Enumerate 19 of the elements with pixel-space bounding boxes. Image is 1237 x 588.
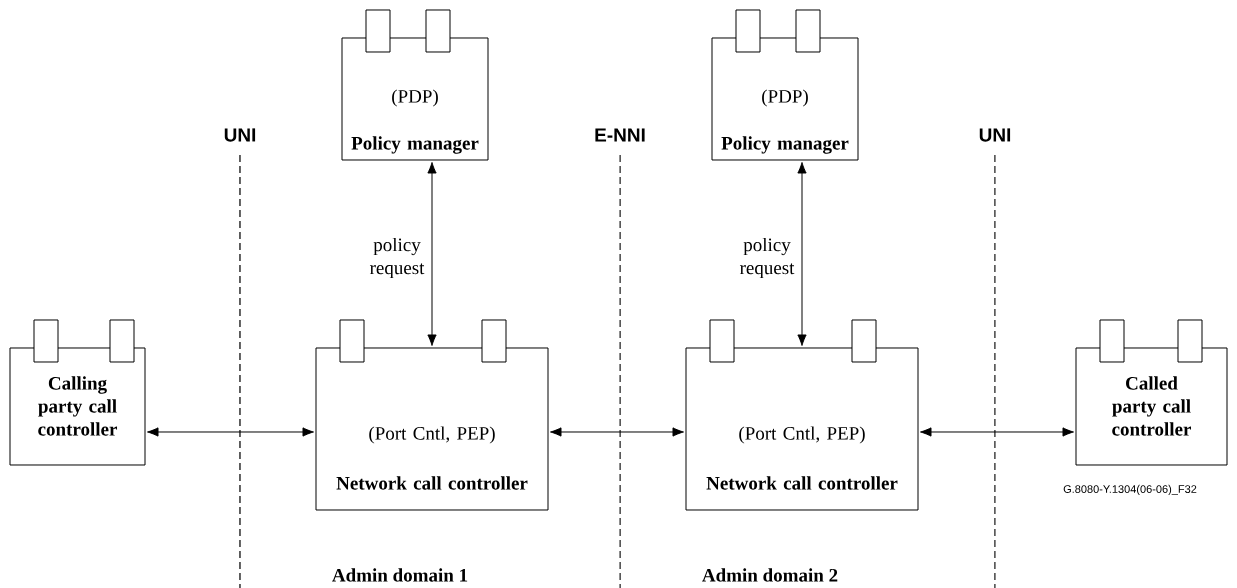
component-box: Called party call controller xyxy=(1075,347,1228,466)
component-box: (Port Cntl, PEP) Network call controller xyxy=(315,347,549,511)
interface-label: UNI xyxy=(977,127,1013,143)
arrow xyxy=(550,427,684,437)
arrow xyxy=(920,427,1074,437)
edge-label: policy request xyxy=(739,237,795,279)
component-box: (PDP) Policy manager xyxy=(711,37,859,161)
interface-label: E-NNI xyxy=(593,127,647,143)
interface-label: UNI xyxy=(222,127,258,143)
domain-label: Admin domain 2 xyxy=(700,567,840,583)
component-box: Calling party call controller xyxy=(9,347,146,466)
arrow xyxy=(427,162,437,346)
edge-label: policy request xyxy=(369,237,425,279)
component-box: (Port Cntl, PEP) Network call controller xyxy=(685,347,919,511)
arrow xyxy=(147,427,314,437)
figure-id: G.8080-Y.1304(06-06)_F32 xyxy=(1062,483,1198,497)
component-box: (PDP) Policy manager xyxy=(341,37,489,161)
arrow xyxy=(797,162,807,346)
domain-label: Admin domain 1 xyxy=(330,567,470,583)
